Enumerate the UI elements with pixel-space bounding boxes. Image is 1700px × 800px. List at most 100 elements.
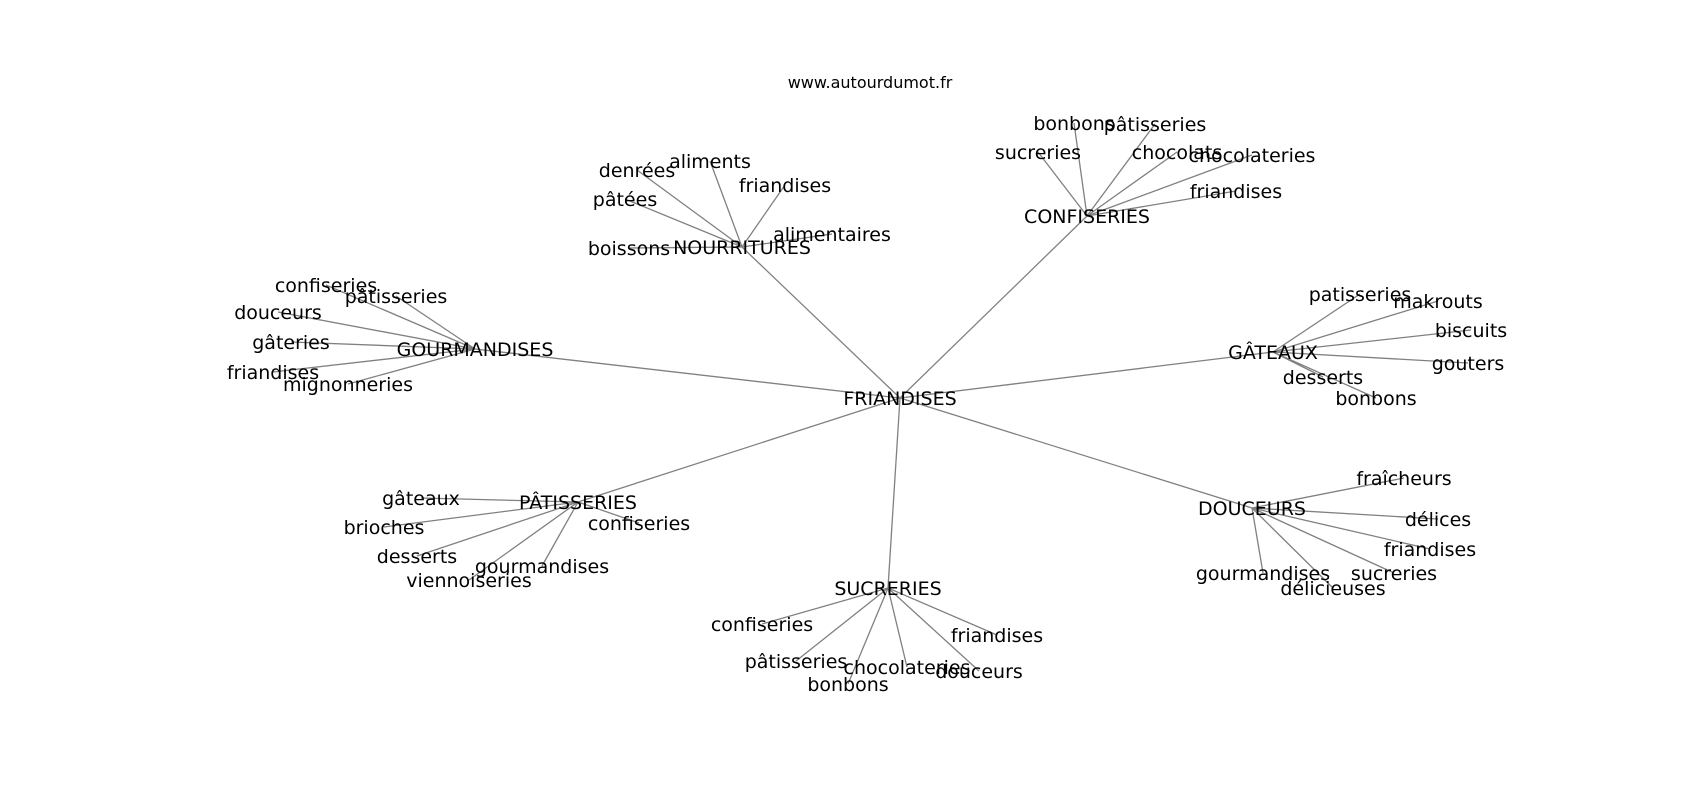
leaf-word: chocolateries [1189, 145, 1316, 167]
leaf-word: sucreries [995, 142, 1081, 164]
leaf-word: desserts [377, 546, 457, 568]
leaf-word: friandises [1190, 181, 1282, 203]
graph-edge [761, 587, 889, 625]
leaf-word: bonbons [1033, 113, 1114, 135]
graph-edge [290, 341, 476, 350]
graph-labels: FRIANDISESNOURRITURESdenréesalimentsfria… [227, 113, 1507, 696]
leaf-word: pâtisseries [745, 651, 848, 673]
graph-edge [899, 351, 1274, 399]
leaf-word: bonbons [1335, 388, 1416, 410]
leaf-word: makrouts [1393, 291, 1483, 313]
leaf-word: friandises [951, 625, 1043, 647]
graph-edge [1272, 293, 1361, 353]
graph-edge [277, 311, 476, 350]
leaf-word: gourmandises [1196, 563, 1330, 585]
leaf-word: confiseries [711, 614, 813, 636]
leaf-word: confiseries [588, 513, 690, 535]
graph-edge [1251, 507, 1439, 520]
leaf-word: chocolats [1132, 142, 1222, 164]
graph-edge [628, 246, 743, 249]
graph-edge [636, 169, 743, 248]
graph-edge [272, 348, 476, 373]
leaf-word: fraîcheurs [1356, 468, 1451, 490]
graph-edge [887, 587, 998, 636]
leaf-word: mignonneries [283, 374, 413, 396]
leaf-word: boissons [588, 238, 670, 260]
leaf-word: gâteries [252, 332, 330, 354]
graph-edge [474, 348, 901, 399]
graph-edge [325, 284, 476, 350]
leaf-word: pâtisseries [1104, 114, 1207, 136]
hub-word: GÂTEAUX [1228, 341, 1318, 364]
graph-edges [272, 122, 1472, 685]
hub-word: NOURRITURES [673, 237, 811, 259]
graph-edge [847, 587, 889, 685]
graph-edge [1272, 351, 1377, 399]
graph-edge [1272, 329, 1472, 353]
hub-word: SUCRERIES [834, 578, 941, 600]
leaf-word: gouters [1432, 353, 1505, 375]
leaf-word: friandises [227, 362, 319, 384]
leaf-word: gâteaux [382, 488, 460, 510]
graph-edge [1086, 123, 1156, 217]
hub-word: CONFISERIES [1024, 206, 1150, 228]
leaf-word: patisseries [1309, 284, 1412, 306]
graph-edge [383, 501, 579, 528]
graph-edge [1272, 351, 1469, 364]
leaf-word: friandises [1384, 539, 1476, 561]
graph-edge [741, 233, 833, 248]
leaf-word: aliments [669, 151, 751, 173]
graph-edge [1251, 507, 1431, 550]
graph-edge [416, 501, 579, 557]
graph-edge [468, 501, 579, 581]
graph-edge [1251, 477, 1405, 509]
leaf-word: chocolateries [844, 657, 971, 679]
graph-edge [1272, 300, 1439, 353]
leaf-word: alimentaires [773, 224, 891, 246]
graph-edge [795, 587, 889, 662]
graph-edge [741, 184, 786, 248]
leaf-word: confiseries [275, 275, 377, 297]
leaf-word: pâtisseries [345, 286, 448, 308]
leaf-word: délicieuses [1280, 578, 1385, 600]
graph-edge [1086, 190, 1237, 217]
graph-edge [1251, 507, 1334, 589]
graph-edge [1037, 151, 1088, 217]
leaf-word: biscuits [1435, 320, 1507, 342]
leaf-word: brioches [344, 517, 425, 539]
graph-edge [1086, 154, 1253, 217]
graph-edge [1251, 507, 1395, 574]
graph-edge [347, 348, 476, 385]
graph-edge [887, 587, 980, 672]
graph-edge [577, 501, 640, 524]
leaf-word: bonbons [807, 674, 888, 696]
graph-edge [541, 501, 579, 567]
hub-word: PÂTISSERIES [519, 491, 637, 514]
graph-edge [1073, 122, 1088, 217]
leaf-word: friandises [739, 175, 831, 197]
leaf-word: viennoiseries [406, 570, 531, 592]
leaf-word: denrées [599, 160, 675, 182]
leaf-word: gourmandises [475, 556, 609, 578]
leaf-word: douceurs [935, 661, 1023, 683]
hub-word: DOUCEURS [1198, 498, 1306, 520]
hub-word: GOURMANDISES [397, 339, 554, 361]
graph-edge [395, 295, 476, 350]
leaf-word: sucreries [1351, 563, 1437, 585]
graph-edge [899, 397, 1253, 509]
graph-edge [1086, 151, 1178, 217]
graph-edge [741, 246, 901, 399]
graph-edge [1251, 507, 1264, 574]
graph-edge [887, 587, 908, 668]
leaf-word: douceurs [234, 302, 322, 324]
site-url: www.autourdumot.fr [788, 73, 953, 92]
leaf-word: délices [1405, 509, 1471, 531]
leaf-word: desserts [1283, 367, 1363, 389]
graph-edge [420, 497, 579, 503]
graph-edge [577, 397, 901, 503]
graph-edge [709, 160, 743, 248]
graph-edge [899, 215, 1088, 399]
leaf-word: pâtées [593, 189, 657, 211]
graph-edge [624, 198, 743, 248]
